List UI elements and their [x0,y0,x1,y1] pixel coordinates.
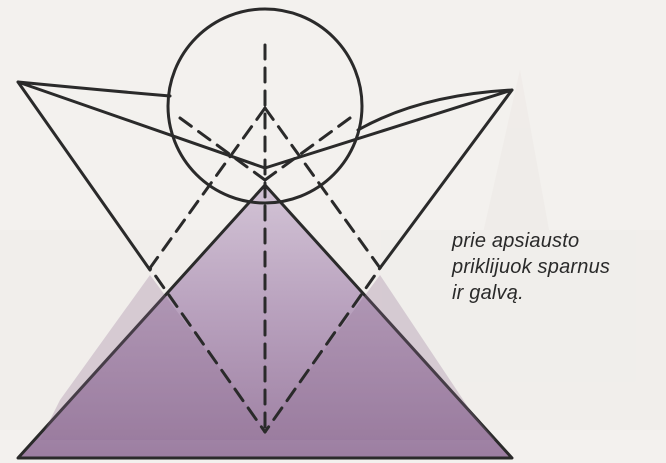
instruction-line-2: priklijuok sparnus [452,254,664,280]
instruction-line-3: ir galvą. [452,280,664,306]
instruction-line-1: prie apsiausto [452,228,664,254]
instruction-text: prie apsiausto priklijuok sparnus ir gal… [452,228,664,306]
